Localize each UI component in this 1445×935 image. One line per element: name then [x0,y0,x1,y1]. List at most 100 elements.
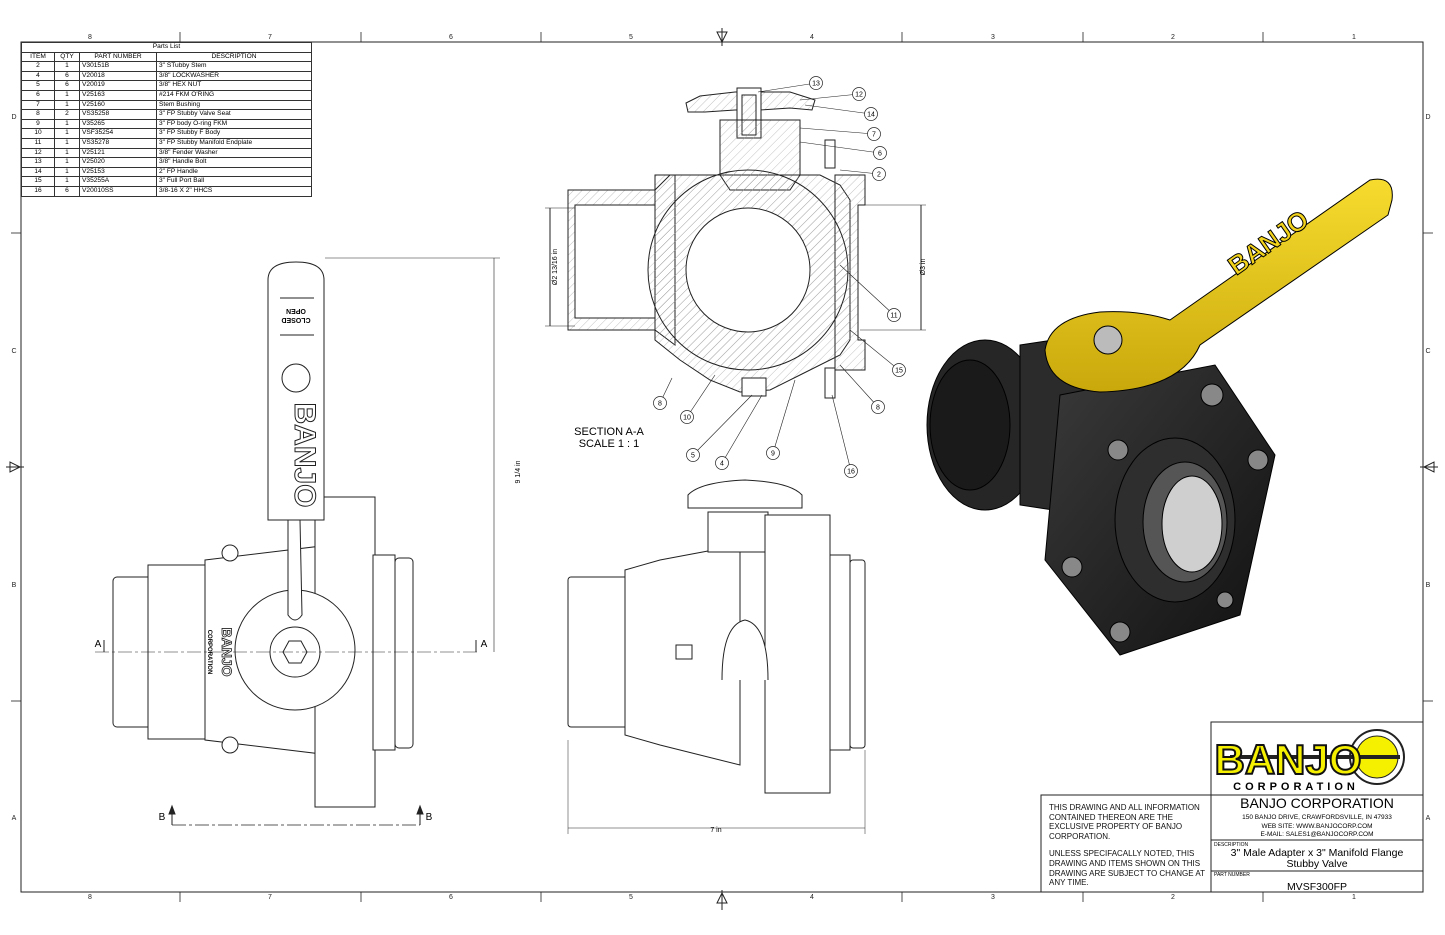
zone-row-label: D [1425,114,1430,121]
company-name: BANJO CORPORATION [1240,795,1394,811]
leader-line [839,364,879,408]
item-cell: 9 [21,118,55,130]
balloon-number: 10 [683,415,691,422]
callout-balloon: 7 [799,127,881,141]
callout-balloon: 16 [831,394,858,478]
qty-cell: 1 [54,166,80,178]
balloon-circle [872,167,886,181]
balloon-number: 14 [867,112,875,119]
logo-text: BANJO [1214,736,1361,783]
zone-column-label: 6 [449,894,453,901]
part-number-cell: V35265 [79,118,157,130]
center-mark-left [6,461,24,473]
balloon-number: 15 [895,368,903,375]
part-number-cell: V25160 [79,99,157,111]
balloon-number: 8 [876,405,880,412]
zone-column-label: 2 [1171,894,1175,901]
balloon-number: 7 [872,132,876,139]
part-number-label: PART NUMBER [1214,872,1250,878]
item-cell: 13 [21,157,55,168]
item-cell: 16 [21,185,55,197]
item-cell: 6 [21,89,55,101]
notice-2: UNLESS SPECIFACALLY NOTED, THIS DRAWING … [1049,849,1205,888]
company-email: E-MAIL: SALES1@BANJOCORP.COM [1260,831,1373,838]
description-cell: 3/8" HEX NUT [156,80,312,91]
section-title: SECTION A-A [574,426,644,438]
col-part-number: PART NUMBER [79,51,157,63]
qty-cell: 1 [54,128,80,139]
center-mark-top [716,28,728,46]
balloon-circle [686,448,700,462]
isometric-view [926,178,1393,656]
balloon-circle [864,107,878,121]
zone-column-label: 7 [268,894,272,901]
item-cell: 7 [21,99,55,111]
part-number-cell: V25153 [79,166,157,178]
qty-cell: 2 [54,109,80,120]
callout-balloon: 10 [680,374,716,424]
zone-row-label: D [11,114,16,121]
description-line2: Stubby Valve [1286,858,1347,870]
balloon-circle [887,308,901,322]
view-marker-right: B [426,812,433,823]
notice-1: THIS DRAWING AND ALL INFORMATION CONTAIN… [1049,803,1200,841]
leader-line [686,374,716,418]
item-cell: 12 [21,147,55,159]
qty-cell: 1 [54,99,80,111]
leader-line [799,127,875,135]
leader-line [831,394,852,472]
balloon-number: 6 [878,151,882,158]
zone-row-label: C [11,348,16,355]
zone-column-label: 8 [88,894,92,901]
balloon-circle [766,446,780,460]
description-cell: Stem Bushing [156,99,312,111]
qty-cell: 1 [54,118,80,130]
leader-line [692,394,753,456]
balloon-number: 4 [720,461,724,468]
description-line1: 3" Male Adapter x 3" Manifold Flange [1231,847,1404,859]
item-cell: 8 [21,109,55,120]
dim-section-left: Ø2 13/16 in [552,249,559,285]
item-cell: 2 [21,61,55,72]
zone-row-label: C [1425,348,1430,355]
dim-width: 7 in [710,827,721,834]
zone-column-label: 1 [1352,894,1356,901]
parts-list-table: Parts List ITEM QTY PART NUMBER DESCRIPT… [21,42,312,197]
section-view-a-a [545,87,926,399]
part-number-cell: V20010SS [79,185,157,197]
callout-balloon: 9 [766,379,796,460]
qty-cell: 1 [54,157,80,168]
part-number-cell: V20019 [79,80,157,91]
body-brand: BANJO [219,627,235,676]
body-corp: CORPORATION [206,630,212,675]
zone-row-label: A [1426,815,1431,822]
description-cell: 3" FP Stubby Manifold Endplate [156,137,312,149]
zone-row-label: B [12,582,17,589]
part-number-cell: VSF35254 [79,128,157,139]
description-cell: 2" FP Handle [156,166,312,178]
col-item: ITEM [21,51,55,63]
leader-line [799,93,860,101]
leader-line [804,104,872,115]
qty-cell: 6 [54,70,80,82]
qty-cell: 1 [54,176,80,187]
company-web: WEB SITE: WWW.BANJOCORP.COM [1261,823,1372,830]
property-notice: THIS DRAWING AND ALL INFORMATION CONTAIN… [1049,803,1209,896]
qty-cell: 1 [54,147,80,159]
zone-row-label: B [1426,582,1431,589]
item-cell: 10 [21,128,55,139]
zone-column-label: 2 [1171,34,1175,41]
balloon-circle [871,400,885,414]
callout-balloon: 12 [799,87,866,101]
logo-sub: CORPORATION [1233,781,1359,793]
